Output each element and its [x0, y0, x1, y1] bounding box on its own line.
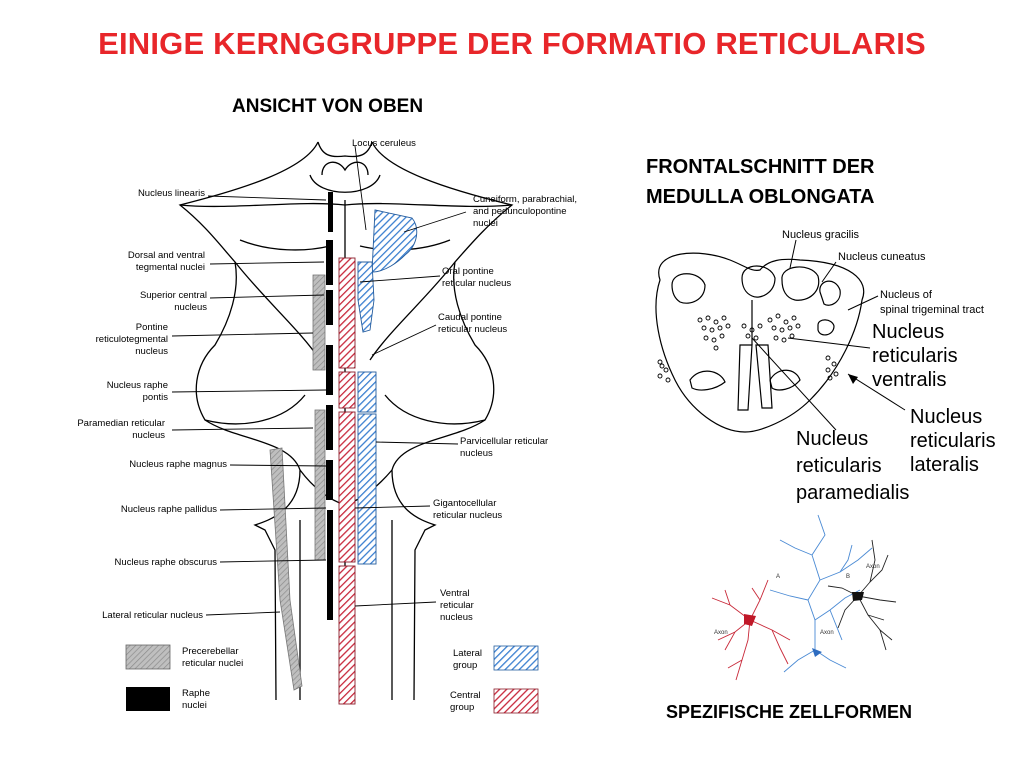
- legend-central-1: Central: [450, 690, 481, 701]
- label-caudal-pontine-2: reticular nucleus: [438, 324, 507, 335]
- precerebellar-nuclei: [269, 274, 326, 691]
- label-parvicellular-2: nucleus: [460, 448, 493, 459]
- label-cuneiform-2: and pedunculopontine: [473, 206, 567, 217]
- lateral-group-nuclei: [357, 209, 418, 565]
- label-raphe-obscurus: Nucleus raphe obscurus: [115, 557, 218, 568]
- label-paramedialis: Nucleus reticularis paramedialis: [796, 426, 909, 507]
- black-neuron-soma: [852, 592, 864, 601]
- arrowhead-lateralis: [848, 374, 858, 384]
- label-paramedialis-2: reticularis: [796, 455, 882, 477]
- legend-swatch-lateral: [493, 645, 539, 671]
- label-dorsal-ventral-1: Dorsal and ventral: [128, 250, 205, 261]
- dot-cluster-lateral-left: [657, 359, 671, 383]
- dot-cluster-lateral-right: [825, 355, 839, 381]
- dot-cluster-left: [697, 315, 731, 351]
- label-caudal-pontine-1: Caudal pontine: [438, 312, 502, 323]
- section-leader-lines: [751, 239, 906, 431]
- label-ventral-reticular-2: reticular: [440, 600, 474, 611]
- cell-label-axon-mid: Axon: [820, 630, 834, 636]
- label-lateralis: Nucleus reticularis lateralis: [910, 405, 996, 477]
- label-lateralis-2: reticularis: [910, 430, 996, 452]
- legend-raphe-2: nuclei: [182, 700, 207, 711]
- legend-swatch-central: [493, 688, 539, 714]
- cell-label-b: B: [846, 574, 850, 580]
- label-ventral-reticular-1: Ventral: [440, 588, 470, 599]
- label-raphe-pontis-2: pontis: [143, 392, 169, 403]
- label-oral-pontine-1: Oral pontine: [442, 266, 494, 277]
- label-trigeminal-2: spinal trigeminal tract: [880, 304, 984, 316]
- legend-raphe-1: Raphe: [182, 688, 210, 699]
- label-raphe-magnus: Nucleus raphe magnus: [129, 459, 227, 470]
- label-cuneiform-1: Cuneiform, parabrachial,: [473, 194, 577, 205]
- neuron-cells-image: A B Axon Axon Axon: [700, 512, 900, 700]
- cell-label-a: A: [776, 574, 780, 580]
- leader-lines: [171, 145, 467, 616]
- label-ventralis: Nucleus reticularis ventralis: [872, 320, 958, 392]
- view-heading: ANSICHT VON OBEN: [232, 96, 424, 117]
- label-cuneiform-3: nuclei: [473, 218, 498, 229]
- neuron-labels: A B Axon Axon Axon: [714, 564, 880, 636]
- red-neuron-soma: [744, 614, 756, 626]
- label-pontine-rt-1: Pontine: [136, 322, 168, 333]
- legend-lateral-2: group: [453, 660, 477, 671]
- label-nucleus-linearis: Nucleus linearis: [138, 188, 205, 199]
- label-lateral-reticular: Lateral reticular nucleus: [102, 610, 203, 621]
- legend-precerebellar-2: reticular nuclei: [182, 658, 243, 669]
- blue-neuron-soma: [812, 648, 822, 657]
- label-ventralis-2: reticularis: [872, 345, 958, 367]
- dot-cluster-right: [767, 313, 801, 343]
- legend-precerebellar-1: Precerebellar: [182, 646, 239, 657]
- brainstem-labels: Locus ceruleus Nucleus linearis Cuneifor…: [77, 138, 577, 623]
- medulla-section-diagram: Nucleus gracilis Nucleus cuneatus Nucleu…: [655, 229, 984, 433]
- label-gigantocellular-1: Gigantocellular: [433, 498, 496, 509]
- legend-swatch-precerebellar: [125, 644, 171, 670]
- frontal-heading-line1: FRONTALSCHNITT DER: [646, 156, 875, 178]
- label-gracilis: Nucleus gracilis: [782, 229, 860, 241]
- nucleus-dot-clusters: [657, 313, 839, 383]
- raphe-nuclei: [326, 192, 333, 620]
- frontal-heading: FRONTALSCHNITT DER MEDULLA OBLONGATA: [646, 152, 976, 212]
- legend-swatch-raphe: [126, 687, 170, 711]
- label-raphe-pallidus: Nucleus raphe pallidus: [121, 504, 217, 515]
- label-cuneatus: Nucleus cuneatus: [838, 251, 926, 263]
- legend-lateral-1: Lateral: [453, 648, 482, 659]
- label-ventralis-1: Nucleus: [872, 321, 945, 343]
- label-locus-ceruleus: Locus ceruleus: [352, 138, 416, 149]
- cells-heading: SPEZIFISCHE ZELLFORMEN: [666, 702, 913, 722]
- page-title: EINIGE KERNGGRUPPE DER FORMATIO RETICULA…: [98, 26, 926, 61]
- label-gigantocellular-2: reticular nucleus: [433, 510, 502, 521]
- label-ventral-reticular-3: nucleus: [440, 612, 473, 623]
- label-trigeminal-1: Nucleus of: [880, 289, 933, 301]
- cell-label-axon-left: Axon: [714, 630, 728, 636]
- label-superior-central-2: nucleus: [174, 302, 207, 313]
- label-lateralis-3: lateralis: [910, 454, 979, 476]
- label-paramedialis-3: paramedialis: [796, 482, 910, 504]
- label-lateralis-1: Nucleus: [910, 406, 983, 428]
- central-group-nuclei: [338, 257, 356, 705]
- label-parvicellular-1: Parvicellular reticular: [460, 436, 548, 447]
- label-pontine-rt-3: nucleus: [135, 346, 168, 357]
- section-small-labels: Nucleus gracilis Nucleus cuneatus Nucleu…: [782, 229, 984, 316]
- label-superior-central-1: Superior central: [140, 290, 207, 301]
- label-dorsal-ventral-2: tegmental nuclei: [136, 262, 205, 273]
- frontal-heading-line2: MEDULLA OBLONGATA: [646, 186, 875, 208]
- label-paramedian-1: Paramedian reticular: [77, 418, 165, 429]
- label-raphe-pontis-1: Nucleus raphe: [107, 380, 168, 391]
- label-paramedialis-1: Nucleus: [796, 428, 869, 450]
- label-oral-pontine-2: reticular nucleus: [442, 278, 511, 289]
- legend: Precerebellar reticular nuclei Raphe nuc…: [125, 644, 539, 714]
- cell-label-axon-right: Axon: [866, 564, 880, 570]
- label-paramedian-2: nucleus: [132, 430, 165, 441]
- brainstem-diagram: Locus ceruleus Nucleus linearis Cuneifor…: [77, 138, 577, 714]
- medulla-outline: [655, 252, 865, 433]
- legend-central-2: group: [450, 702, 474, 713]
- label-pontine-rt-2: reticulotegmental: [96, 334, 168, 345]
- dot-cluster-center: [741, 323, 763, 341]
- label-ventralis-3: ventralis: [872, 369, 947, 391]
